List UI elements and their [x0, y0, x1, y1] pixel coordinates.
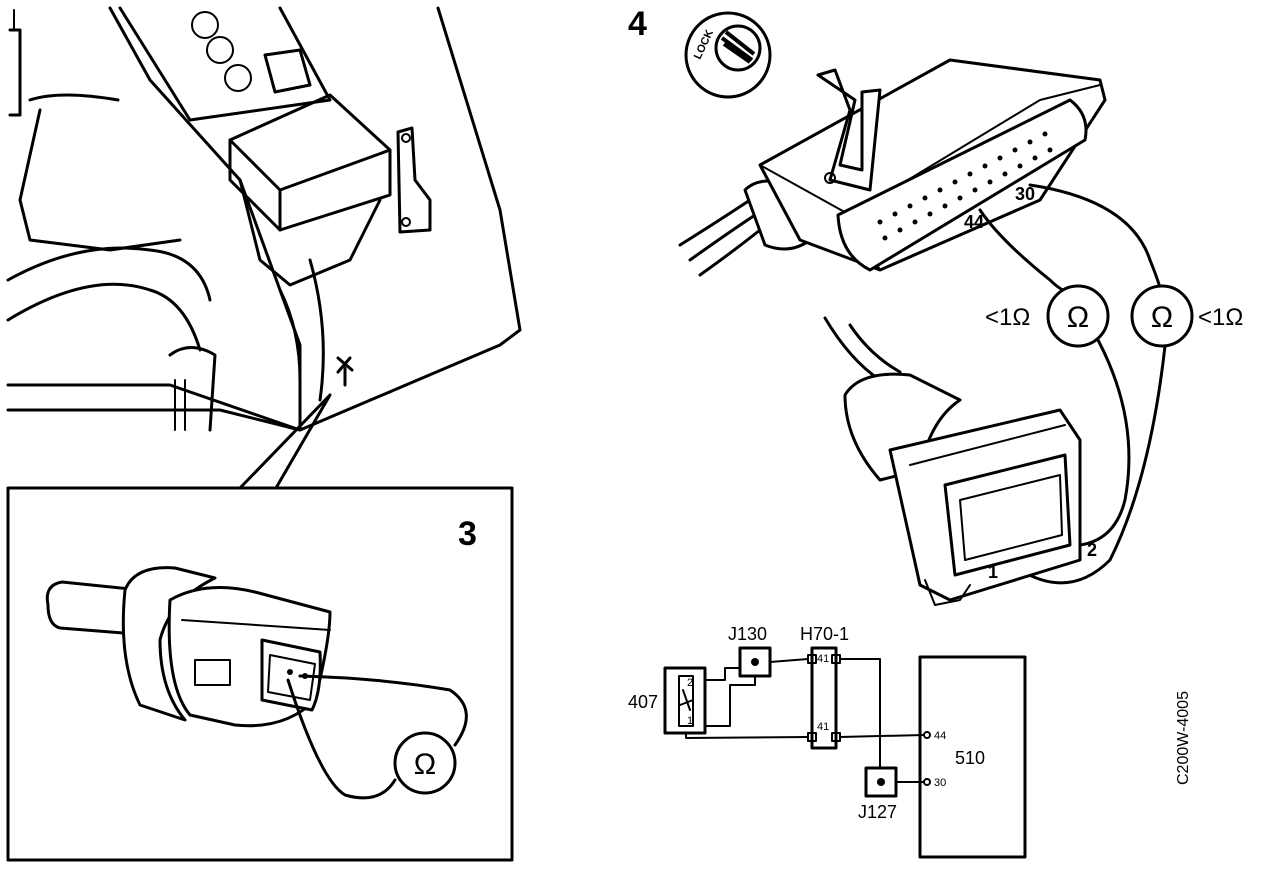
pin-407-1: 1 [687, 715, 693, 727]
ecu-510-box [918, 655, 1027, 859]
connector-pin-2: 2 [1087, 540, 1097, 560]
pin-510-30: 30 [934, 777, 946, 789]
ohm-symbol: Ω [414, 748, 436, 781]
meter-lead [978, 208, 1070, 294]
label-407: 407 [628, 692, 658, 712]
ohm-symbol-left: Ω [1067, 301, 1089, 334]
ohmmeter-icon [393, 731, 457, 795]
step-3-number: 3 [458, 515, 477, 553]
pin-label-30: 30 [1015, 184, 1035, 204]
label-j130: J130 [728, 624, 767, 644]
connector-pin-1: 1 [988, 562, 998, 582]
label-h70-1: H70-1 [800, 624, 849, 644]
label-j127: J127 [858, 802, 897, 822]
pin-h70-41-bottom: 41 [817, 721, 829, 733]
temperature-sensor-illustration [45, 566, 332, 728]
ecu-connector-illustration [678, 58, 1107, 277]
resistance-left: <1Ω [985, 304, 1030, 331]
meter-lead [298, 674, 468, 747]
engine-bay-illustration [6, 6, 522, 432]
wiring-schematic [663, 646, 1027, 859]
inset-3-frame [6, 486, 514, 862]
pin-h70-41-top: 41 [817, 653, 829, 665]
figure-code: C200W-4005 [1175, 691, 1192, 785]
sensor-connector-illustration [823, 316, 1082, 606]
meter-lead [1078, 338, 1131, 547]
ohm-symbol-right: Ω [1151, 301, 1173, 334]
ohmmeter-right-icon [1130, 284, 1194, 348]
component-407-box [663, 666, 707, 735]
pin-510-44: 44 [934, 730, 946, 742]
ohmmeter-left-icon [1046, 284, 1110, 348]
connector-h70-1 [810, 646, 838, 750]
lock-icon: LOCK [684, 11, 772, 99]
pin-407-2: 2 [687, 677, 693, 689]
meter-lead [1028, 183, 1162, 290]
label-510: 510 [955, 748, 985, 768]
inset-pointer [238, 393, 332, 490]
resistance-right: <1Ω [1198, 304, 1243, 331]
meter-lead [286, 678, 397, 800]
step-4-number: 4 [628, 5, 647, 43]
pin-label-44: 44 [964, 212, 984, 232]
